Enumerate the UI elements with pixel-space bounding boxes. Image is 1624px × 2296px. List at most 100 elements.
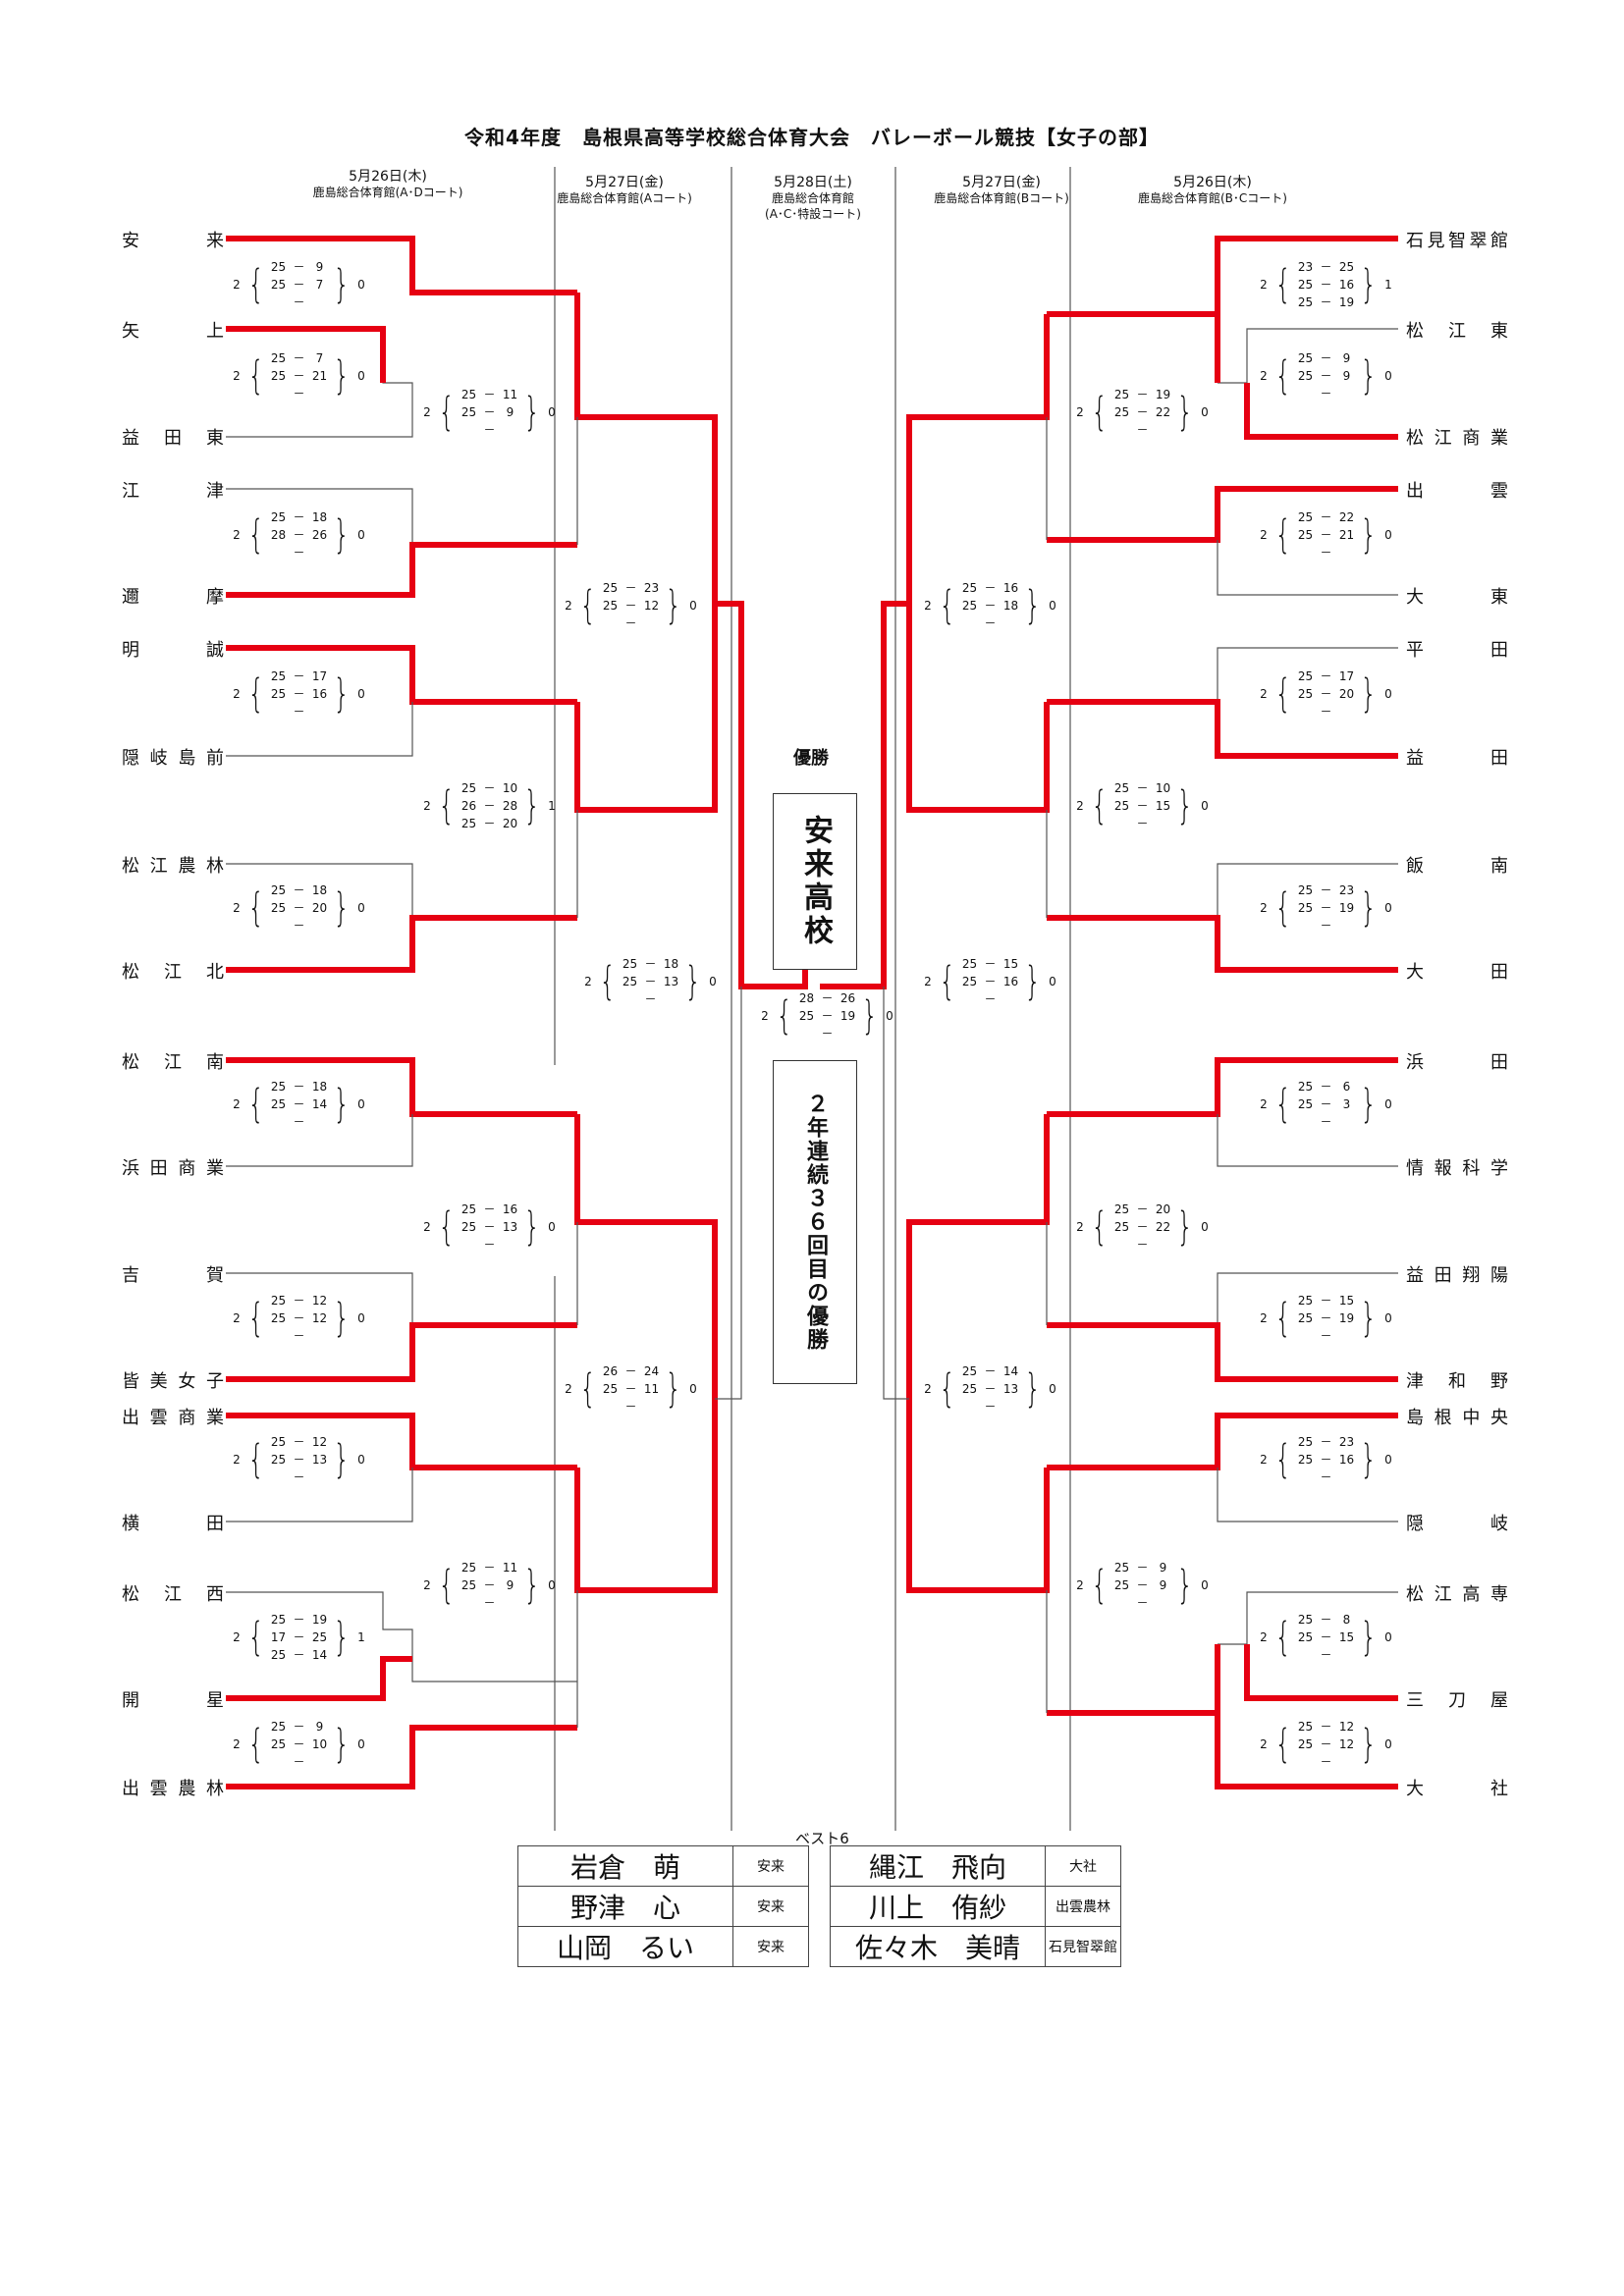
set-score-a: 25	[270, 1453, 287, 1467]
sets-lost: 0	[357, 687, 365, 701]
sets-lost: 0	[689, 599, 697, 613]
set-score-b: 20	[1338, 687, 1355, 701]
brace-close: }	[684, 959, 702, 1004]
sets-lost: 0	[357, 1737, 365, 1751]
dash: －	[1320, 1115, 1332, 1129]
set-score-b: 22	[1338, 510, 1355, 524]
win-path	[226, 326, 386, 383]
set-score-a: 25	[270, 1311, 287, 1325]
brace-open: {	[1274, 885, 1291, 931]
team-name: 大田	[1406, 962, 1508, 983]
brace-close: }	[523, 1204, 541, 1250]
set-score-a: 25	[602, 1382, 619, 1396]
set-score-a	[600, 1398, 620, 1415]
set-score-b: 23	[1338, 1435, 1355, 1449]
set-score-a: 25	[602, 581, 619, 595]
team-name: 益田東	[122, 428, 224, 449]
sets-lost: 0	[1384, 687, 1392, 701]
dash: －	[293, 1755, 305, 1769]
dash: －	[1136, 388, 1149, 401]
brace-open: {	[1091, 1563, 1108, 1608]
set-score-line: 25－11	[459, 386, 519, 403]
sets-won: 2	[1260, 901, 1268, 915]
set-score-a	[1295, 1113, 1315, 1131]
dash: －	[1320, 1613, 1332, 1627]
set-score-b	[1336, 917, 1356, 934]
win-path	[906, 1399, 1050, 1593]
sets-lost: 0	[1384, 1097, 1392, 1111]
header-venue: 鹿島総合体育館(B･Cコート)	[1138, 191, 1287, 205]
brace-open: {	[438, 390, 455, 435]
set-score-line: 25－18	[268, 881, 329, 899]
set-score-a: 23	[1297, 260, 1314, 274]
brace-close: }	[333, 1082, 351, 1127]
team-name: 浜田商業	[122, 1158, 224, 1179]
set-score-line: 25－12	[268, 1309, 329, 1327]
bracket-line	[1217, 540, 1398, 596]
dash: －	[821, 991, 834, 1005]
dash: －	[1320, 1720, 1332, 1734]
set-score-a	[959, 1398, 979, 1415]
set-score-a	[1295, 1468, 1315, 1486]
dash: －	[1320, 883, 1332, 897]
set-score-b: 12	[311, 1311, 328, 1325]
champion-name: 安来高校	[798, 815, 833, 948]
dash: －	[821, 1027, 834, 1041]
sets-lost: 0	[357, 369, 365, 383]
dash: －	[1320, 546, 1332, 560]
set-score-a: 25	[270, 883, 287, 897]
set-score-a: 25	[1297, 528, 1314, 542]
sets-lost: 0	[1049, 975, 1056, 988]
set-score-line: －	[959, 990, 1020, 1008]
win-path	[226, 1322, 577, 1382]
sets-lost: 0	[709, 975, 717, 988]
set-score-b: 19	[1338, 295, 1355, 309]
sets-lost: 0	[357, 278, 365, 292]
brace-close: }	[1360, 1615, 1378, 1660]
dash: －	[1320, 687, 1332, 701]
brace-open: {	[438, 1204, 455, 1250]
set-score-line: －	[268, 703, 329, 721]
sets-won: 2	[233, 1453, 241, 1467]
dash: －	[1320, 351, 1332, 365]
dash: －	[1136, 1596, 1149, 1610]
set-score-a: 25	[1113, 799, 1130, 813]
set-score-b: 12	[311, 1294, 328, 1308]
header-left-r2: 5月27日(金) 鹿島総合体育館(Aコート)	[536, 175, 713, 206]
set-score-a	[1295, 917, 1315, 934]
bracket-line	[226, 1468, 413, 1522]
set-score-line: 25－8	[1295, 1611, 1356, 1629]
set-score-b: 19	[311, 1613, 328, 1627]
set-score-line: －	[1295, 917, 1356, 934]
sets-won: 2	[761, 1009, 769, 1023]
dash: －	[1320, 1097, 1332, 1111]
brace-close: }	[1024, 959, 1042, 1004]
set-score-b: 20	[1155, 1202, 1171, 1216]
set-score-b	[309, 544, 329, 561]
brace-close: }	[333, 671, 351, 717]
set-score-a: 25	[1297, 1737, 1314, 1751]
set-score-b	[1153, 815, 1172, 832]
set-score-b	[309, 1753, 329, 1771]
best6-row: 山岡 るい安来	[517, 1926, 809, 1967]
set-score-line: －	[268, 1327, 329, 1345]
brace-close: }	[1176, 390, 1194, 435]
set-score-b: 16	[1002, 975, 1019, 988]
set-score-line: 25－23	[1295, 881, 1356, 899]
win-path	[1047, 1322, 1398, 1382]
set-score-b	[1336, 1327, 1356, 1345]
sets-won: 2	[423, 1578, 431, 1592]
brace-open: {	[1091, 783, 1108, 828]
set-score-b: 19	[1155, 388, 1171, 401]
